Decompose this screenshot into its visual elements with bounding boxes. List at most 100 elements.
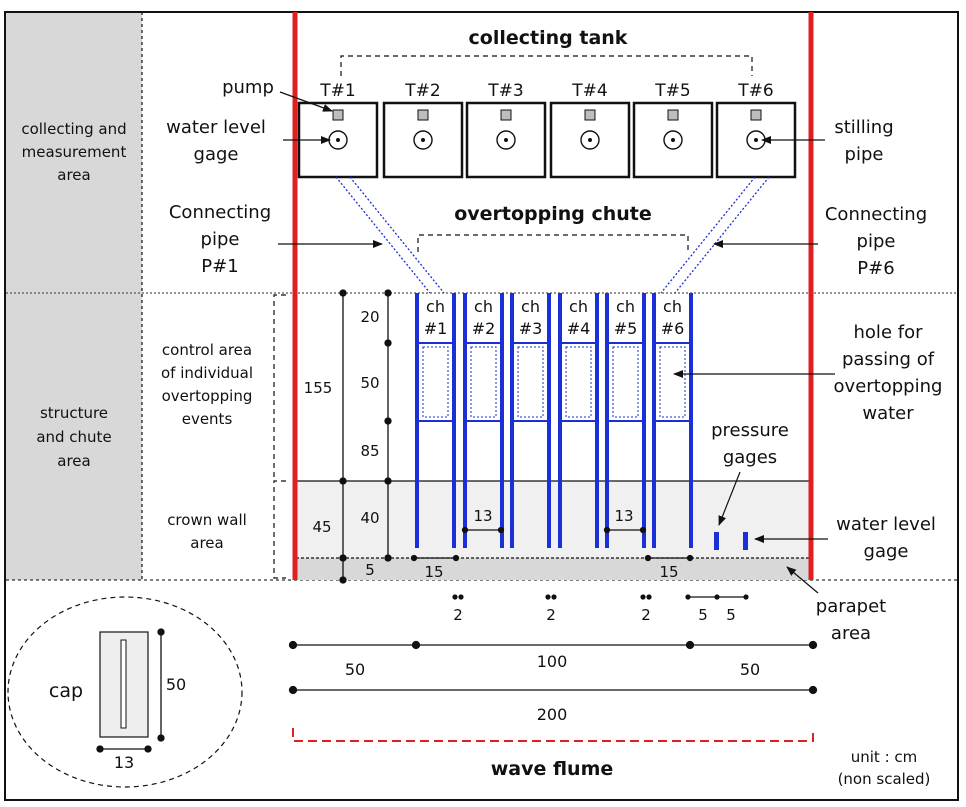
tank-label: T#5 <box>654 81 690 101</box>
label-water-level-gage-upper-1: water level <box>166 117 266 138</box>
stilling-pipe-icon <box>413 130 433 150</box>
label-pressure-gages-2: gages <box>723 447 777 468</box>
stilling-pipe-icon <box>496 130 516 150</box>
title-collecting-tank: collecting tank <box>469 27 628 49</box>
dim-45: 45 <box>312 518 331 536</box>
tank-label: T#1 <box>319 81 355 101</box>
label-pipe-left-2: pipe <box>201 229 240 250</box>
label-control-area-2: of individual <box>161 364 253 382</box>
water-level-gage-icon <box>504 138 508 142</box>
label-pump: pump <box>222 77 274 98</box>
chute-wall-right <box>547 293 551 548</box>
chute-label-top: ch <box>569 297 588 316</box>
chute-wall-right <box>500 293 504 548</box>
chute-label-top: ch <box>426 297 445 316</box>
title-wave-flume: wave flume <box>491 758 614 780</box>
chute-label-top: ch <box>474 297 493 316</box>
crown-area-bracket <box>273 480 286 579</box>
chute-5: ch#5 <box>605 293 646 548</box>
label-hole-2: passing of <box>842 349 935 370</box>
label-hole-1: hole for <box>854 322 924 343</box>
stilling-pipe-icon <box>663 130 683 150</box>
dim-width-200: 200 <box>537 705 568 724</box>
dim-155: 155 <box>304 379 333 397</box>
label-structure-area-3: area <box>57 452 90 470</box>
tank-label: T#4 <box>571 81 607 101</box>
label-collecting-area-2: measurement <box>22 143 127 161</box>
label-collecting-area-1: collecting and <box>21 120 126 138</box>
pump-icon <box>750 109 762 121</box>
chute-label-top: ch <box>521 297 540 316</box>
cap-detail-outline <box>7 596 243 788</box>
dim-5: 5 <box>365 561 375 579</box>
label-hole-4: water <box>862 403 914 424</box>
dim-5-a: 5 <box>698 606 708 624</box>
outer-frame <box>4 11 959 801</box>
dim-2-a: 2 <box>453 606 463 624</box>
dim-2-b: 2 <box>546 606 556 624</box>
chute-label-top: ch <box>616 297 635 316</box>
side-panel-collecting <box>6 13 142 293</box>
offset-dim-lines <box>410 554 694 562</box>
overtopping-hole <box>612 346 639 418</box>
cap-slot <box>120 639 127 729</box>
water-level-gage-icon <box>336 138 340 142</box>
tank-group-bracket <box>340 55 753 76</box>
wave-flume-bracket <box>292 728 814 742</box>
pump-icon <box>500 109 512 121</box>
parapet-area <box>296 558 810 580</box>
chute-label-number: #4 <box>567 319 591 338</box>
label-stilling-pipe-2: pipe <box>845 144 884 165</box>
tank-4: T#4 <box>549 81 631 179</box>
overtopping-hole <box>517 346 544 418</box>
label-cap: cap <box>49 680 83 702</box>
label-pipe-right-3: P#6 <box>857 258 894 279</box>
chute-wall-right <box>595 293 599 548</box>
dim-85: 85 <box>360 442 379 460</box>
chute-group-bracket <box>417 234 689 252</box>
chute-wall-right <box>452 293 456 548</box>
overtopping-chutes: ch#1ch#2ch#3ch#4ch#5ch#6 <box>415 293 693 548</box>
label-pipe-left-1: Connecting <box>169 202 271 223</box>
tank-1: T#1 <box>297 81 379 179</box>
pump-icon <box>332 109 344 121</box>
label-control-area-4: events <box>182 410 233 428</box>
vertical-dimensions <box>339 289 392 584</box>
dim-cap-50: 50 <box>166 675 186 694</box>
chute-2: ch#2 <box>463 293 504 548</box>
tank-5: T#5 <box>632 81 714 179</box>
dim-5-b: 5 <box>726 606 736 624</box>
chute-wall-left <box>605 293 609 548</box>
parapet-arrow <box>786 566 819 594</box>
control-area-bracket <box>273 294 286 478</box>
label-pipe-left-3: P#1 <box>201 256 238 277</box>
chute-label-top: ch <box>663 297 682 316</box>
chute-1: ch#1 <box>415 293 456 548</box>
water-level-gage-icon <box>754 138 758 142</box>
flume-width-dim-lines <box>288 640 818 695</box>
pump-icon <box>417 109 429 121</box>
overtopping-hole <box>422 346 449 418</box>
chute-wall-left <box>558 293 562 548</box>
chute-wall-right <box>689 293 693 548</box>
chute-wall-left <box>652 293 656 548</box>
label-unit-2: (non scaled) <box>838 770 931 788</box>
chute-6: ch #6 <box>652 293 693 548</box>
label-structure-area-2: and chute <box>36 428 111 446</box>
dim-width-100: 100 <box>537 652 568 671</box>
dim-width-50-right: 50 <box>740 660 760 679</box>
label-parapet-area-1: parapet <box>816 596 886 617</box>
stilling-pipe-icon <box>580 130 600 150</box>
label-water-level-gage-lower-2: gage <box>864 541 909 562</box>
label-pipe-right-2: pipe <box>857 231 896 252</box>
label-crown-wall-area-1: crown wall <box>167 511 247 529</box>
overtopping-hole <box>659 346 686 418</box>
chute-width-dim-lines <box>461 526 647 534</box>
label-hole-3: overtopping <box>834 376 943 397</box>
tank-label: T#3 <box>487 81 523 101</box>
dim-40: 40 <box>360 509 379 527</box>
dim-15-left: 15 <box>424 563 443 581</box>
chute-label-number: #6 <box>661 319 685 338</box>
chute-wall-left <box>463 293 467 548</box>
